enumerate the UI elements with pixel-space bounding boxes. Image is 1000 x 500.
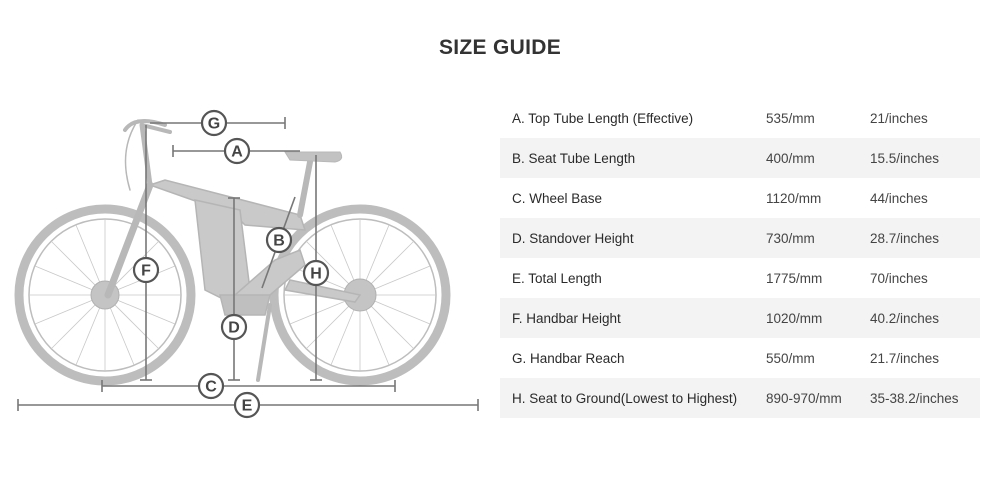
marker-a: [223, 137, 251, 165]
row-label: C. Wheel Base: [512, 190, 603, 206]
page-title: SIZE GUIDE: [438, 36, 562, 59]
table-row: C. Wheel Base 1120/mm 44/inches: [500, 178, 980, 218]
row-label: G. Handbar Reach: [512, 350, 625, 366]
row-mm: 550/mm: [766, 350, 815, 366]
marker-g: [200, 109, 228, 137]
size-table: A. Top Tube Length (Effective) 535/mm 21…: [500, 98, 980, 418]
row-inches: 15.5/inches: [870, 150, 940, 166]
table-row: B. Seat Tube Length 400/mm 15.5/inches: [500, 138, 980, 178]
marker-d-label: D: [228, 320, 240, 337]
marker-e-label: E: [242, 398, 253, 415]
table-row: H. Seat to Ground(Lowest to Highest) 890…: [500, 378, 980, 418]
row-mm: 890-970/mm: [766, 390, 842, 406]
row-label: D. Standover Height: [512, 230, 634, 246]
marker-a-label: A: [231, 144, 243, 161]
row-mm: 1020/mm: [766, 310, 823, 326]
marker-b: [265, 226, 293, 254]
marker-c: [197, 372, 225, 400]
marker-c-label: C: [205, 379, 217, 396]
marker-d: [220, 313, 248, 341]
marker-b-label: B: [273, 233, 285, 250]
marker-g-label: G: [208, 116, 220, 133]
row-label: E. Total Length: [512, 270, 602, 286]
row-inches: 21.7/inches: [870, 350, 940, 366]
marker-e: [233, 391, 261, 419]
row-inches: 21/inches: [870, 110, 928, 126]
row-label: A. Top Tube Length (Effective): [512, 110, 694, 126]
row-label: B. Seat Tube Length: [512, 150, 636, 166]
row-inches: 70/inches: [870, 270, 928, 286]
row-mm: 400/mm: [766, 150, 815, 166]
table-row: F. Handbar Height 1020/mm 40.2/inches: [500, 298, 980, 338]
row-mm: 730/mm: [766, 230, 815, 246]
row-inches: 40.2/inches: [870, 310, 940, 326]
marker-h-label: H: [310, 266, 322, 283]
row-mm: 1120/mm: [766, 190, 822, 206]
bike-diagram: G A B F H D C E: [0, 90, 500, 430]
marker-f-label: F: [141, 263, 151, 280]
row-label: F. Handbar Height: [512, 310, 621, 326]
row-inches: 28.7/inches: [870, 230, 940, 246]
table-row: D. Standover Height 730/mm 28.7/inches: [500, 218, 980, 258]
bike-frame: [147, 179, 362, 316]
row-inches: 44/inches: [870, 190, 928, 206]
table-row: G. Handbar Reach 550/mm 21.7/inches: [500, 338, 980, 378]
row-label: H. Seat to Ground(Lowest to Highest): [512, 390, 738, 406]
row-mm: 1775/mm: [766, 270, 823, 286]
row-mm: 535/mm: [766, 110, 815, 126]
row-inches: 35-38.2/inches: [870, 390, 959, 406]
marker-h: [302, 259, 330, 287]
table-row: E. Total Length 1775/mm 70/inches: [500, 258, 980, 298]
table-row: A. Top Tube Length (Effective) 535/mm 21…: [500, 98, 980, 138]
marker-f: [132, 256, 160, 284]
